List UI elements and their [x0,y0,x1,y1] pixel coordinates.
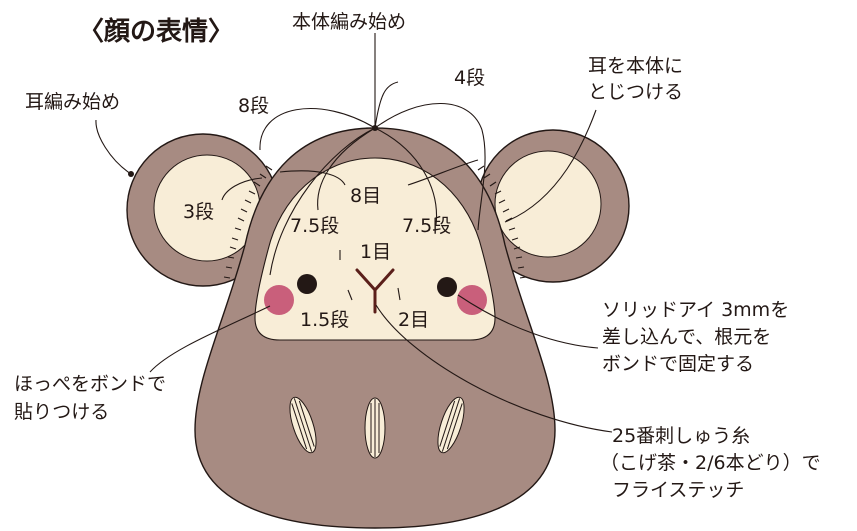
label-cheek-line2: 貼りつける [14,401,109,423]
row-guide-lines [221,102,486,276]
label-embroidery-line1: 25番刺しゅう糸 [612,425,750,447]
label-ear-start: 耳編み始め [25,91,120,113]
left-eye [297,274,317,294]
label-ear-attach-line2: とじつける [588,81,683,103]
label-row-7-5-right: 7.5段 [402,215,451,237]
label-row-1-5: 1.5段 [300,309,349,331]
right-ear-inner [494,150,602,258]
label-row-8: 8段 [238,95,269,117]
right-cheek [457,285,487,315]
right-ear [476,129,630,283]
label-ear-attach-line1: 耳を本体に [588,55,683,77]
ear-attach-stitches-right [477,165,527,279]
body-start-dot [372,125,378,131]
diagram-title: 〈顔の表情〉 [78,17,234,47]
label-row-3: 3段 [183,201,214,223]
label-cheek-line1: ほっぺをボンドで [14,373,166,395]
left-cheek [264,285,294,315]
label-row-4: 4段 [454,67,485,89]
label-stitch-8: 8目 [350,185,381,207]
face-panel [254,157,496,341]
leader-lines [95,33,613,433]
label-embroidery-line2: （こげ茶・2/6本どり）で [600,452,821,474]
label-stitch-1: 1目 [360,241,391,263]
label-body-start: 本体編み始め [292,11,406,33]
ear-start-dot [128,171,134,177]
ear-attach-stitches-left [223,165,273,279]
label-solid-eye-line1: ソリッドアイ 3mmを [602,299,789,321]
mouth-fly-stitch [355,268,395,314]
label-solid-eye-line3: ボンドで固定する [602,353,754,375]
belly-stripes [289,396,465,459]
label-stitch-2: 2目 [398,309,429,331]
right-eye [437,277,457,297]
label-row-7-5-left: 7.5段 [290,215,339,237]
label-solid-eye-line2: 差し込んで、根元を [602,326,771,348]
label-embroidery-line3: フライステッチ [612,479,744,501]
